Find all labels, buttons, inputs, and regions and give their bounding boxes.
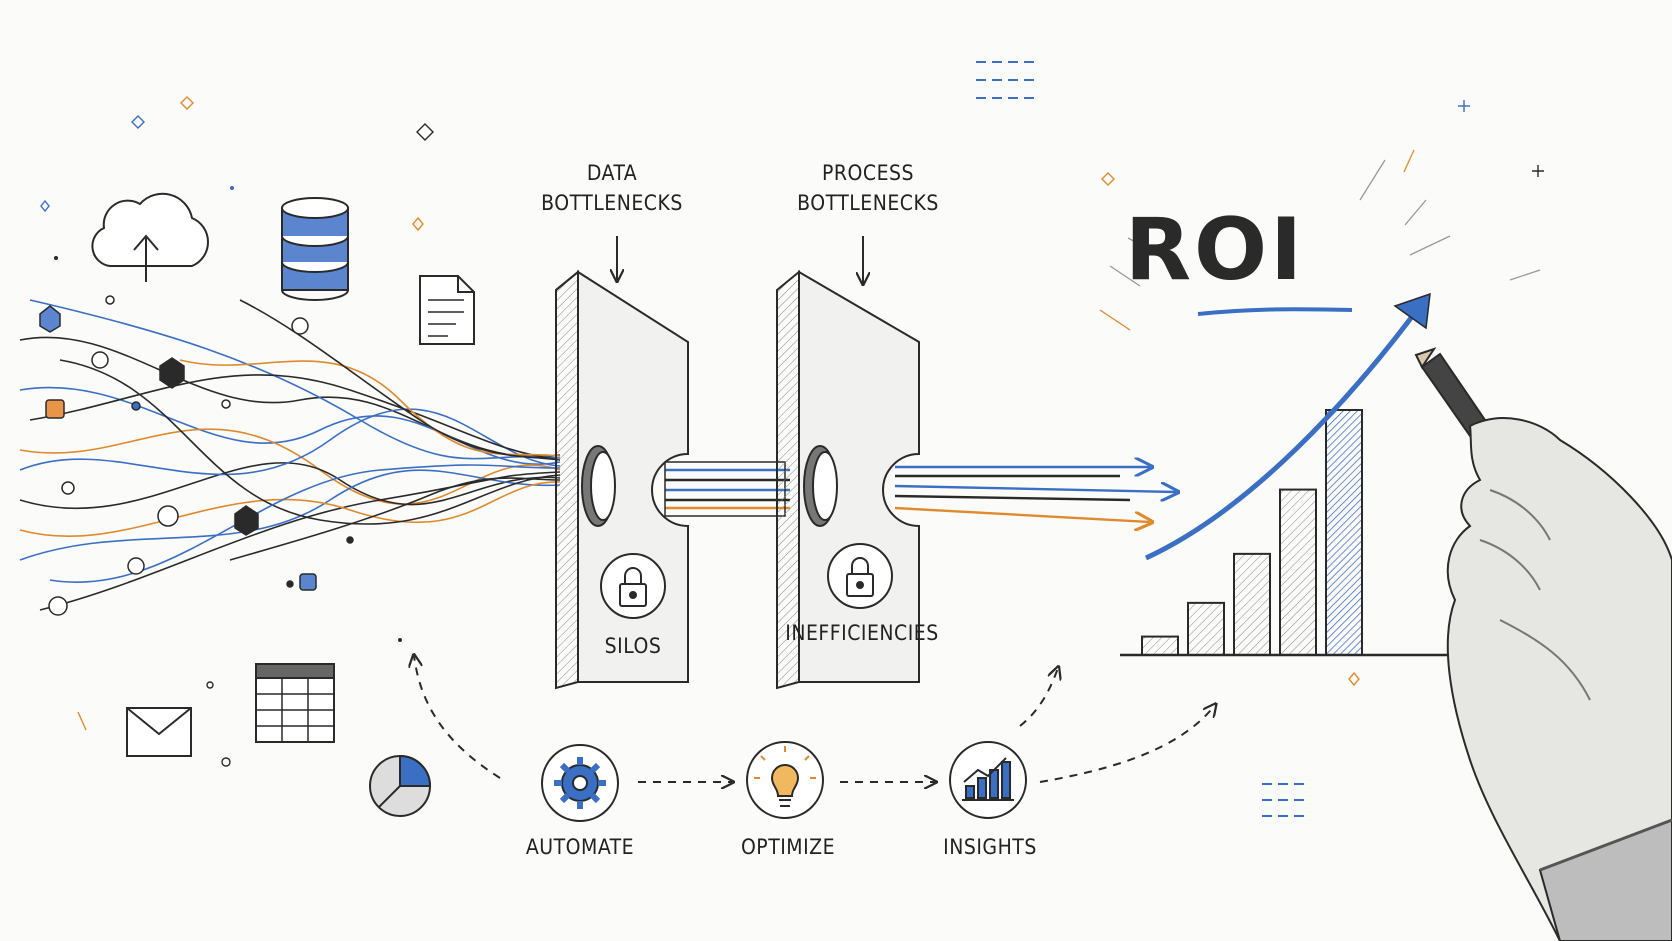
burst-lines: [1099, 149, 1541, 331]
stream-nodes: [39, 295, 354, 616]
data-streams: [19, 299, 561, 611]
silos-label: SILOS: [604, 634, 662, 658]
growth-arrow-head: [1393, 292, 1431, 330]
roi-bar-3: [1233, 552, 1271, 657]
cloud-upload-icon: [91, 192, 209, 282]
data-bottlenecks-label: DATA BOTTLENECKS: [541, 161, 683, 215]
process-bottlenecks-label: PROCESS BOTTLENECKS: [797, 161, 939, 215]
step-label-automate: AUTOMATE: [525, 835, 635, 859]
dash-marks: [976, 61, 1310, 817]
database-icon: [281, 197, 349, 301]
spreadsheet-icon: [255, 663, 335, 743]
process-bottleneck-wall: [776, 269, 920, 690]
bar-chart-icon: [949, 741, 1027, 819]
email-icon: [126, 707, 192, 757]
roi-bar-2: [1187, 601, 1225, 657]
roi-title: ROI: [1124, 200, 1306, 300]
process-flow: [414, 656, 1215, 782]
pie-chart-icon: [369, 754, 432, 817]
roi-bar-4: [1279, 488, 1317, 656]
step-label-optimize: OPTIMIZE: [740, 835, 836, 859]
hand-pencil-illustration: [1414, 347, 1672, 941]
output-streams: [894, 467, 1176, 522]
roi-bar-1: [1141, 635, 1179, 656]
document-icon: [419, 275, 475, 345]
roi-chart: [1120, 292, 1452, 657]
scatter-dots: [40, 96, 1544, 767]
data-bottleneck-wall: [555, 269, 689, 690]
pipe-streams: [664, 461, 790, 517]
step-label-insights: INSIGHTS: [943, 835, 1037, 859]
roi-bar-5: [1325, 409, 1363, 656]
roi-underline: [1197, 307, 1353, 316]
growth-arrow: [1144, 304, 1423, 561]
lightbulb-icon: [746, 741, 824, 819]
inefficiencies-label: INEFFICIENCIES: [785, 621, 939, 645]
gear-icon: [541, 744, 619, 822]
